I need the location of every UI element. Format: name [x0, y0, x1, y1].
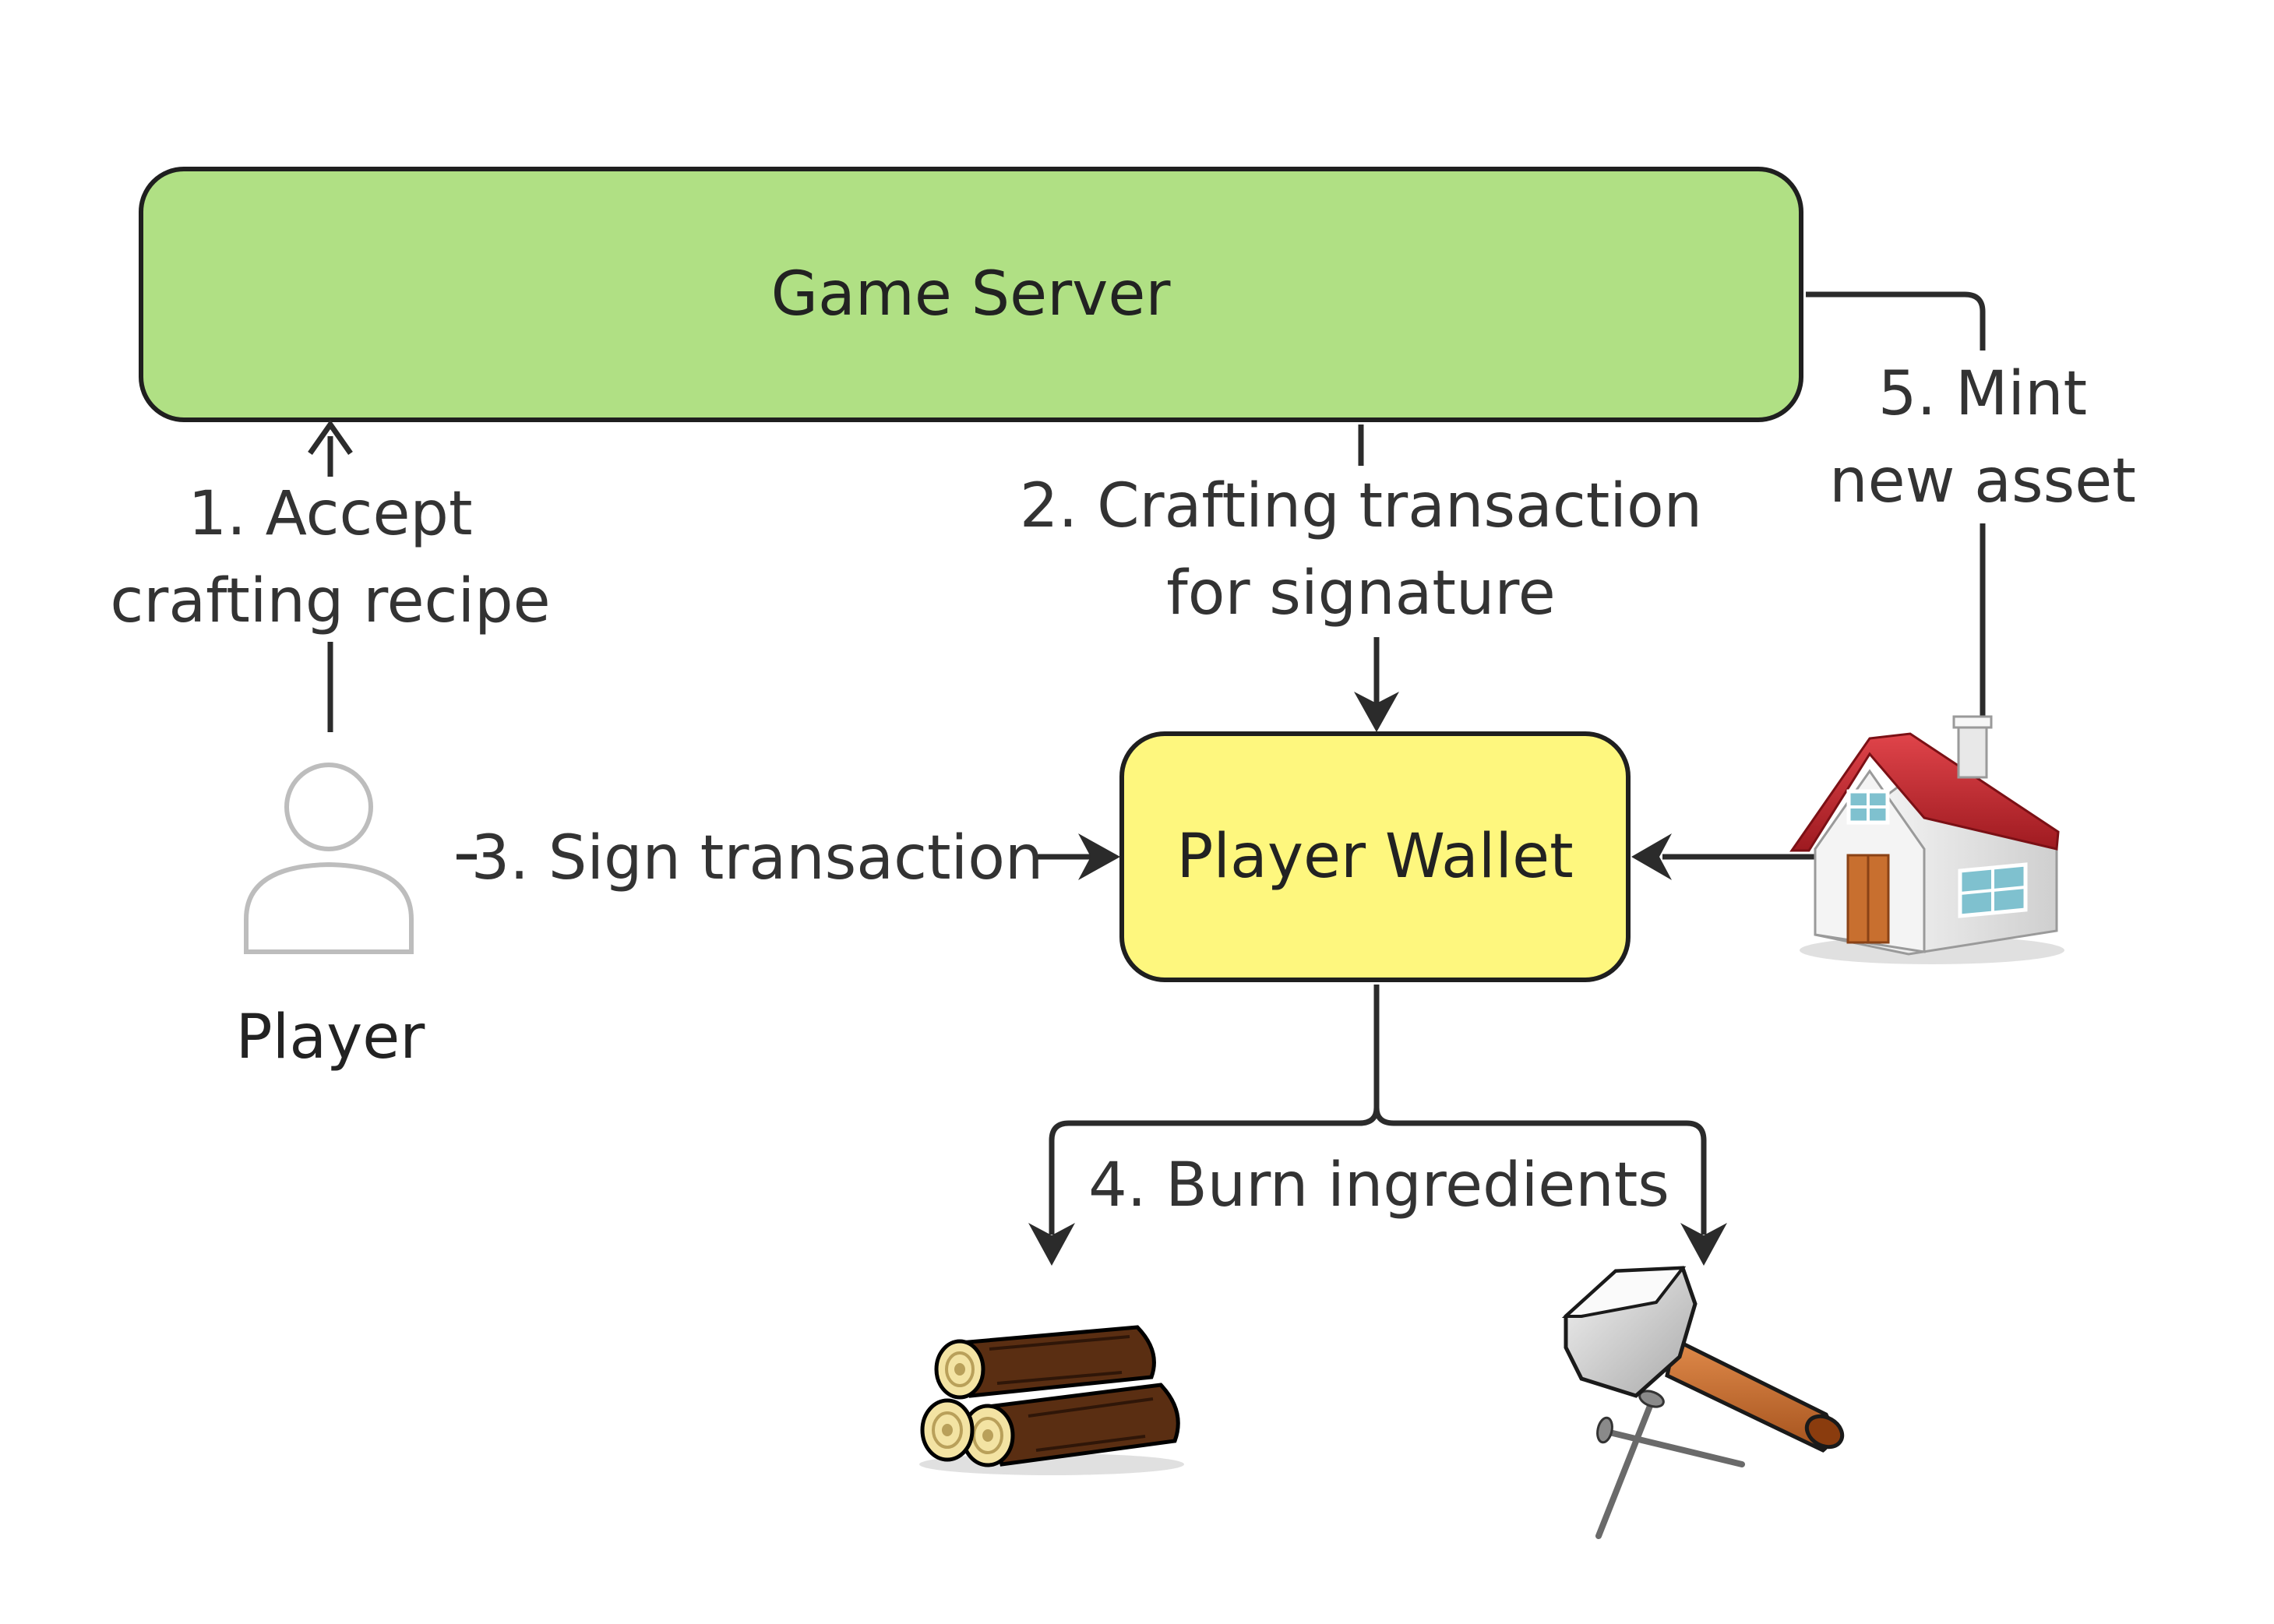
player-label: Player	[236, 1002, 426, 1073]
game-server-node: Game Server	[139, 167, 1803, 422]
burn-left-arrowhead	[1028, 1223, 1075, 1266]
step-4-label: 4. Burn ingredients	[1088, 1150, 1669, 1221]
burn-right-arrowhead	[1680, 1223, 1727, 1266]
player-wallet-node: Player Wallet	[1119, 731, 1631, 982]
step-2-label-line1: 2. Crafting transaction	[1020, 471, 1702, 541]
step-5-label-line1: 5. Mint	[1878, 359, 2087, 429]
hammer-and-nails-icon	[1561, 1266, 1845, 1539]
crafting-transaction-arrowhead	[1354, 692, 1399, 732]
step-5-label-line2: new asset	[1829, 446, 2136, 516]
mint-asset-connector	[1662, 291, 1986, 860]
logs-icon	[919, 1325, 1184, 1475]
step-3-label: 3. Sign transaction	[471, 823, 1044, 893]
burn-ingredients-connector	[1049, 985, 1707, 1235]
step-1-label-line1: 1. Accept	[188, 479, 472, 549]
house-icon	[1789, 715, 2064, 964]
accept-recipe-arrow	[308, 419, 353, 732]
mint-asset-arrowhead	[1631, 833, 1672, 880]
sign-transaction-arrowhead	[1078, 833, 1120, 880]
step-2-label-line2: for signature	[1166, 558, 1555, 629]
step-1-label-line2: crafting recipe	[110, 566, 550, 636]
game-server-label: Game Server	[771, 259, 1172, 329]
person-icon	[244, 763, 414, 954]
player-wallet-label: Player Wallet	[1176, 822, 1573, 892]
